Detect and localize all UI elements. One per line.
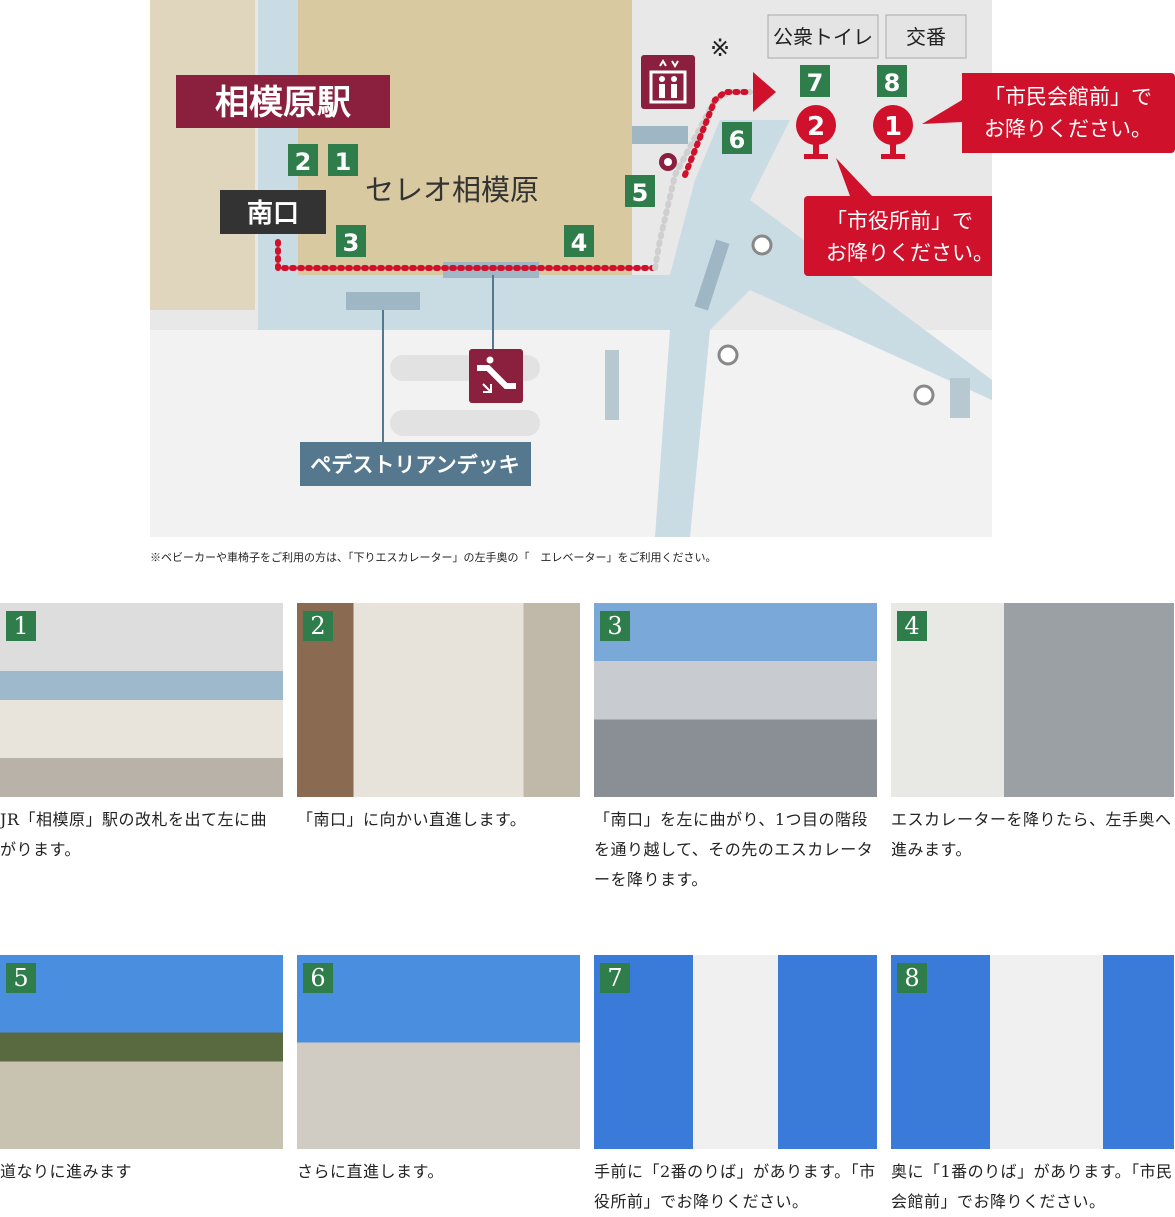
station-name: 相模原駅 bbox=[215, 83, 351, 123]
step-caption: 道なりに進みます bbox=[0, 1162, 133, 1181]
toilet-label: 公衆トイレ bbox=[773, 25, 873, 49]
step-photo: 1 bbox=[0, 603, 283, 797]
route-map: 相模原駅 セレオ相模原 南口 公衆トイレ 交番 ※ ペデストリアンデッキ 2 1… bbox=[150, 0, 992, 537]
svg-text:2: 2 bbox=[295, 148, 312, 176]
route-line bbox=[275, 239, 658, 271]
step-number-badge: 7 bbox=[600, 963, 630, 993]
police-box-label: 交番 bbox=[906, 25, 946, 49]
svg-text:4: 4 bbox=[571, 229, 588, 257]
svg-text:3: 3 bbox=[343, 229, 360, 257]
step-caption: 手前に「2番のりば」があります。「市役所前」でお降りください。 bbox=[594, 1162, 876, 1211]
svg-text:1: 1 bbox=[335, 148, 352, 176]
step-number-badge: 4 bbox=[897, 611, 927, 641]
step-marker-2: 2 bbox=[288, 144, 318, 176]
step-number-badge: 8 bbox=[897, 963, 927, 993]
step-card: 1 JR「相模原」駅の改札を出て左に曲がります。 bbox=[0, 603, 283, 865]
step-caption: さらに直進します。 bbox=[297, 1162, 444, 1181]
step-number-badge: 5 bbox=[6, 963, 36, 993]
step-caption: 「南口」に向かい直進します。 bbox=[297, 810, 527, 829]
route-arrow bbox=[753, 72, 776, 112]
step-card: 2 「南口」に向かい直進します。 bbox=[297, 603, 580, 835]
step-marker-6: 6 bbox=[722, 122, 752, 154]
step-card: 3 「南口」を左に曲がり、1つ目の階段を通り越して、その先のエスカレーターを降り… bbox=[594, 603, 877, 895]
callout-city-hall-line2: お降りください。 bbox=[826, 241, 992, 265]
step-marker-3: 3 bbox=[336, 225, 366, 257]
svg-text:6: 6 bbox=[729, 126, 746, 154]
elevator-icon bbox=[641, 55, 695, 109]
step-marker-5: 5 bbox=[625, 175, 655, 207]
step-number-badge: 2 bbox=[303, 611, 333, 641]
step-photo: 6 bbox=[297, 955, 580, 1149]
step-marker-8: 8 bbox=[877, 65, 907, 97]
step-marker-1: 1 bbox=[328, 144, 358, 176]
south-exit-label: 南口 bbox=[247, 199, 299, 229]
svg-text:2: 2 bbox=[807, 112, 825, 142]
escalator-down-icon bbox=[469, 349, 523, 403]
kome-mark: ※ bbox=[710, 34, 730, 62]
accessibility-note: ※ベビーカーや車椅子をご利用の方は、「下りエスカレーター」の左手奥の「 エレベー… bbox=[150, 551, 717, 564]
svg-text:8: 8 bbox=[884, 69, 901, 97]
step-photo: 5 bbox=[0, 955, 283, 1149]
svg-text:5: 5 bbox=[632, 179, 649, 207]
step-card: 5 道なりに進みます bbox=[0, 955, 283, 1187]
step-caption: 「南口」を左に曲がり、1つ目の階段を通り越して、その先のエスカレーターを降ります… bbox=[594, 810, 874, 889]
bus-stop-pin-icon bbox=[717, 234, 935, 406]
callout-civic-hall: 「市民会館前」で お降りください。 bbox=[962, 73, 1175, 153]
step-number-badge: 6 bbox=[303, 963, 333, 993]
step-marker-4: 4 bbox=[564, 225, 594, 257]
pedestrian-deck-label: ペデストリアンデッキ bbox=[310, 453, 519, 477]
step-photo: 4 bbox=[891, 603, 1174, 797]
step-card: 6 さらに直進します。 bbox=[297, 955, 580, 1187]
callout-city-hall-line1: 「市役所前」で bbox=[826, 209, 973, 233]
step-number-badge: 1 bbox=[6, 611, 36, 641]
step-photo: 2 bbox=[297, 603, 580, 797]
building-name: セレオ相模原 bbox=[365, 173, 539, 207]
bus-stop-1: 1 bbox=[873, 105, 913, 159]
step-caption: JR「相模原」駅の改札を出て左に曲がります。 bbox=[0, 810, 267, 859]
bus-stop-2: 2 bbox=[796, 105, 836, 159]
step-photo: 8 bbox=[891, 955, 1174, 1149]
step-card: 7 手前に「2番のりば」があります。「市役所前」でお降りください。 bbox=[594, 955, 877, 1217]
step-marker-7: 7 bbox=[800, 65, 830, 97]
step-caption: 奥に「1番のりば」があります。「市民会館前」でお降りください。 bbox=[891, 1162, 1173, 1211]
step-number-badge: 3 bbox=[600, 611, 630, 641]
step-card: 4 エスカレーターを降りたら、左手奥へ進みます。 bbox=[891, 603, 1174, 865]
step-photo: 7 bbox=[594, 955, 877, 1149]
step-card: 8 奥に「1番のりば」があります。「市民会館前」でお降りください。 bbox=[891, 955, 1174, 1217]
step-photo: 3 bbox=[594, 603, 877, 797]
svg-text:7: 7 bbox=[807, 69, 824, 97]
step-caption: エスカレーターを降りたら、左手奥へ進みます。 bbox=[891, 810, 1172, 859]
svg-text:1: 1 bbox=[884, 112, 902, 142]
